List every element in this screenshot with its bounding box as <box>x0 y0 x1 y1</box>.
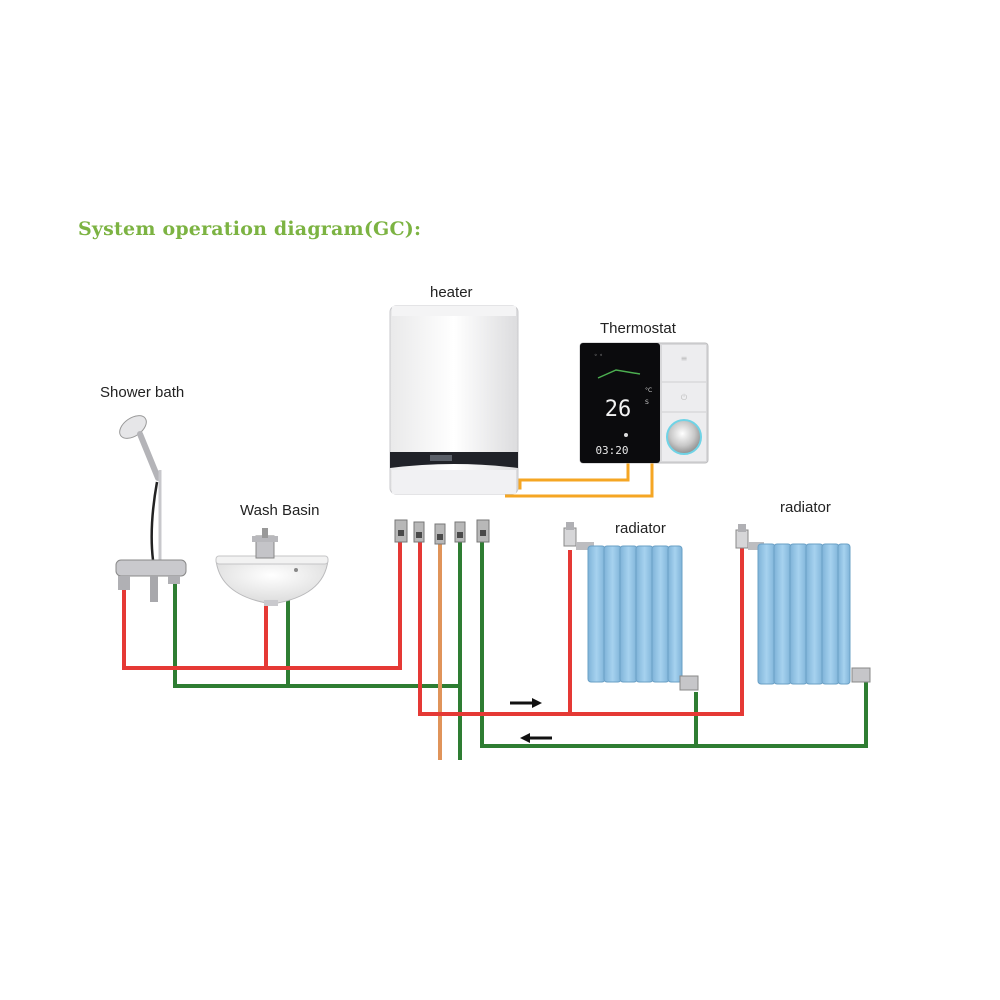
temperature-readout: 26 <box>605 397 632 422</box>
signal-wire-lower <box>505 462 654 498</box>
thermostat-label: Thermostat <box>600 320 676 337</box>
shower-fixture <box>115 415 187 602</box>
clock-readout: 03:20 <box>595 444 628 457</box>
thermostat-knob <box>666 419 702 455</box>
hot-pipes <box>122 525 744 716</box>
heating-indicator <box>597 369 641 379</box>
flow-arrows <box>510 698 552 743</box>
svg-text:≡: ≡ <box>681 354 688 363</box>
signal-wire-upper <box>505 462 630 490</box>
hot-pipe-heating <box>418 540 744 716</box>
radiator-1 <box>563 522 699 691</box>
shower-label: Shower bath <box>100 384 185 401</box>
radiator-label-1: radiator <box>615 520 666 537</box>
wash-basin <box>215 528 329 606</box>
heater-unit <box>389 305 519 545</box>
diagram-title: System operation diagram(GC): <box>78 218 422 240</box>
return-pipe-heating <box>480 540 868 748</box>
heater-label: heater <box>430 284 473 301</box>
return-pipes <box>173 540 868 760</box>
svg-text:°C: °C <box>645 387 652 394</box>
return-arrow-left <box>520 733 552 743</box>
wifi-icon: ◦ ◦ <box>594 352 603 359</box>
heater-valves <box>394 519 490 545</box>
svg-text:⏻: ⏻ <box>681 393 688 402</box>
return-pipe-domestic <box>173 578 460 688</box>
heater-control-strip <box>390 452 518 468</box>
svg-text:S: S <box>645 399 649 406</box>
radiator-2 <box>735 524 871 685</box>
signal-wires <box>505 462 654 498</box>
supply-arrow-right <box>510 698 542 708</box>
radiator-label-2: radiator <box>780 499 831 516</box>
hot-pipe-domestic <box>122 525 402 670</box>
wash-basin-label: Wash Basin <box>240 502 320 519</box>
thermostat-device: ≡ ⏻ ◦ ◦ 26 03:20 °C S <box>579 342 709 464</box>
